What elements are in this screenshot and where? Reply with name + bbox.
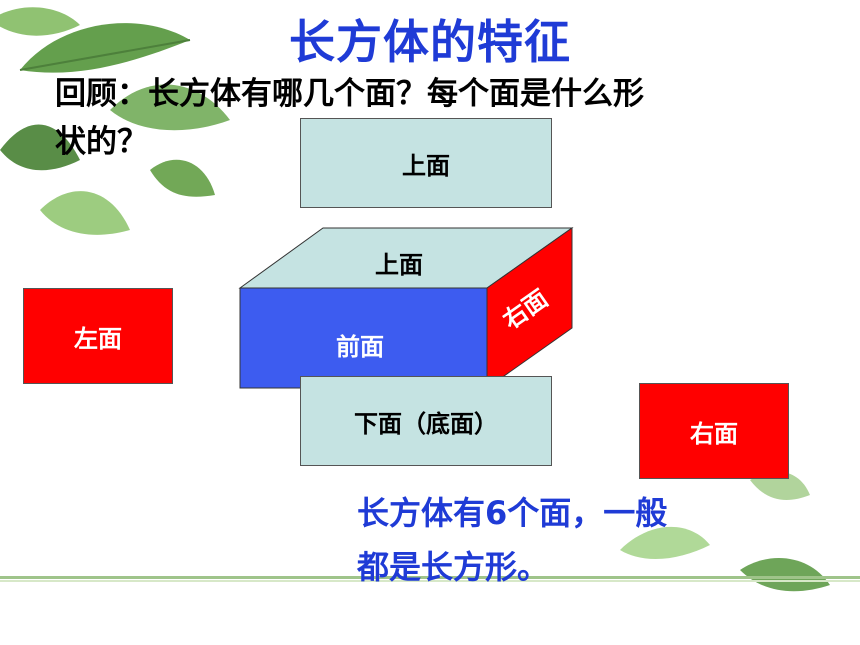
left-face-label: 左面: [74, 324, 122, 353]
question-line-1: 回顾：长方体有哪几个面？每个面是什么形: [55, 76, 644, 112]
review-question: 回顾：长方体有哪几个面？每个面是什么形 状的？: [55, 70, 795, 166]
top-face-net-label: 上面: [402, 151, 450, 180]
question-line-2: 状的？: [55, 124, 148, 160]
slide-title: 长方体的特征: [289, 15, 571, 69]
summary-line-1: 长方体有6个面，一般: [357, 494, 668, 532]
summary-text: 长方体有6个面，一般 都是长方形。: [357, 486, 737, 594]
cuboid-top-label: 上面: [375, 251, 423, 279]
leaf-decoration-topleft: [0, 7, 230, 235]
cuboid-right-face: [486, 227, 573, 389]
left-face: 左面: [23, 288, 173, 384]
summary-line-2: 都是长方形。: [357, 548, 550, 586]
top-face-net: 上面: [300, 118, 552, 208]
right-face-label: 右面: [690, 419, 738, 448]
leaf-decoration-bottomright: [620, 471, 830, 592]
bottom-face: 下面（底面）: [300, 376, 552, 466]
cuboid-diagram: [238, 227, 574, 389]
right-face: 右面: [639, 383, 789, 479]
bottom-face-label: 下面（底面）: [354, 409, 498, 438]
grass-divider: [0, 576, 860, 582]
cuboid-front-label: 前面: [336, 333, 384, 361]
